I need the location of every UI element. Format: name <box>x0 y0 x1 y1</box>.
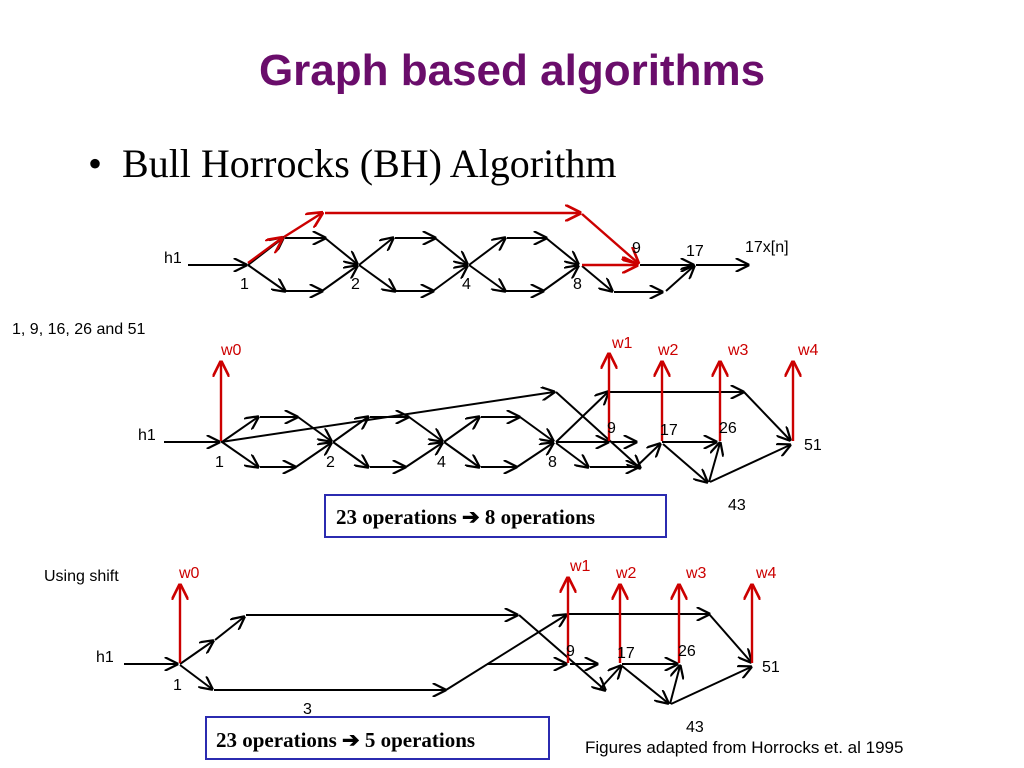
node-label: 17 <box>686 243 704 260</box>
edge-red <box>581 213 638 263</box>
bullet-dot-icon: • <box>88 141 103 186</box>
edge <box>358 264 395 291</box>
edge <box>708 443 720 483</box>
bullet-text: Bull Horrocks (BH) Algorithm <box>122 141 617 186</box>
node-label: 2 <box>351 276 360 293</box>
edge <box>662 443 707 482</box>
diagram-2: 1, 9, 16, 26 and 51 <box>12 321 822 538</box>
edge <box>405 443 442 468</box>
node-label: 9 <box>632 240 641 257</box>
node-label: 4 <box>462 276 471 293</box>
diagram-1: h1 1 2 4 8 9 17 17x[n] <box>164 213 789 293</box>
edge <box>555 391 640 468</box>
caption: 1, 9, 16, 26 and 51 <box>12 321 146 338</box>
output-label: w1 <box>611 335 633 352</box>
edge <box>324 237 357 264</box>
edge <box>621 665 668 703</box>
diagram-3: Using shift h1 1 <box>44 558 780 760</box>
edge <box>443 417 479 443</box>
edge <box>635 444 660 468</box>
edge <box>247 264 285 291</box>
edge <box>179 664 212 689</box>
node-label: 1 <box>215 454 224 471</box>
node-label: 43 <box>686 719 704 736</box>
edge <box>332 441 368 467</box>
edge <box>669 666 680 705</box>
node-label: 51 <box>762 659 780 676</box>
edge <box>709 445 790 483</box>
edge <box>708 613 751 662</box>
edge <box>518 614 605 690</box>
node-label: 26 <box>719 420 737 437</box>
edge <box>581 265 612 291</box>
edge <box>432 266 467 292</box>
input-label: h1 <box>138 427 156 444</box>
edge <box>179 641 213 665</box>
output-label: w0 <box>178 565 200 582</box>
caption: Using shift <box>44 568 119 585</box>
node-label: 9 <box>566 643 575 660</box>
bullet-item: • Bull Horrocks (BH) Algorithm <box>88 140 616 187</box>
edge <box>221 441 258 467</box>
edge <box>555 442 588 467</box>
node-label: 43 <box>728 497 746 514</box>
output-label: w3 <box>727 342 749 359</box>
edge <box>214 617 244 641</box>
edge <box>519 416 553 441</box>
edge <box>295 443 331 468</box>
output-label: w3 <box>685 565 707 582</box>
edge <box>358 238 393 266</box>
edge-red <box>283 213 322 239</box>
edge <box>445 615 566 691</box>
operations-box <box>205 716 550 760</box>
output-label: w2 <box>657 342 679 359</box>
edge <box>665 266 694 292</box>
node-label: 8 <box>548 454 557 471</box>
input-label: h1 <box>164 250 182 267</box>
edge <box>221 417 258 443</box>
edge <box>670 667 751 705</box>
slide-title: Graph based algorithms <box>258 46 766 95</box>
operations-box-text: 23 operations ➔ 5 operations <box>216 728 475 752</box>
node-label: 4 <box>437 454 446 471</box>
node-label: 9 <box>607 420 616 437</box>
edge <box>545 237 578 264</box>
edge <box>555 392 608 443</box>
node-label: 2 <box>326 454 335 471</box>
output-label: w4 <box>755 565 777 582</box>
output-label: w2 <box>615 565 637 582</box>
node-label: 17 <box>660 422 678 439</box>
node-label: 26 <box>678 643 696 660</box>
edge <box>598 666 621 691</box>
operations-box-text: 23 operations ➔ 8 operations <box>336 505 595 529</box>
edge <box>468 238 505 266</box>
node-label: 51 <box>804 437 822 454</box>
edge <box>743 391 790 440</box>
edge <box>542 266 578 292</box>
edge <box>332 417 368 443</box>
node-label: 1 <box>173 677 182 694</box>
output-label: 17x[n] <box>745 239 789 256</box>
output-label: w4 <box>797 342 819 359</box>
output-label: w0 <box>220 342 242 359</box>
edge <box>434 237 467 264</box>
node-label: 3 <box>303 701 312 718</box>
credit-text: Figures adapted from Horrocks et. al 199… <box>585 738 904 757</box>
edge <box>297 416 331 441</box>
node-label: 1 <box>240 276 249 293</box>
edge <box>443 441 479 467</box>
node-label: 17 <box>617 645 635 662</box>
input-label: h1 <box>96 649 114 666</box>
edge <box>516 443 553 468</box>
operations-box <box>324 494 667 538</box>
edge <box>408 416 442 441</box>
output-label: w1 <box>569 558 591 575</box>
edge <box>468 264 505 291</box>
edge-red <box>247 238 282 264</box>
edge <box>321 266 357 292</box>
node-label: 8 <box>573 276 582 293</box>
